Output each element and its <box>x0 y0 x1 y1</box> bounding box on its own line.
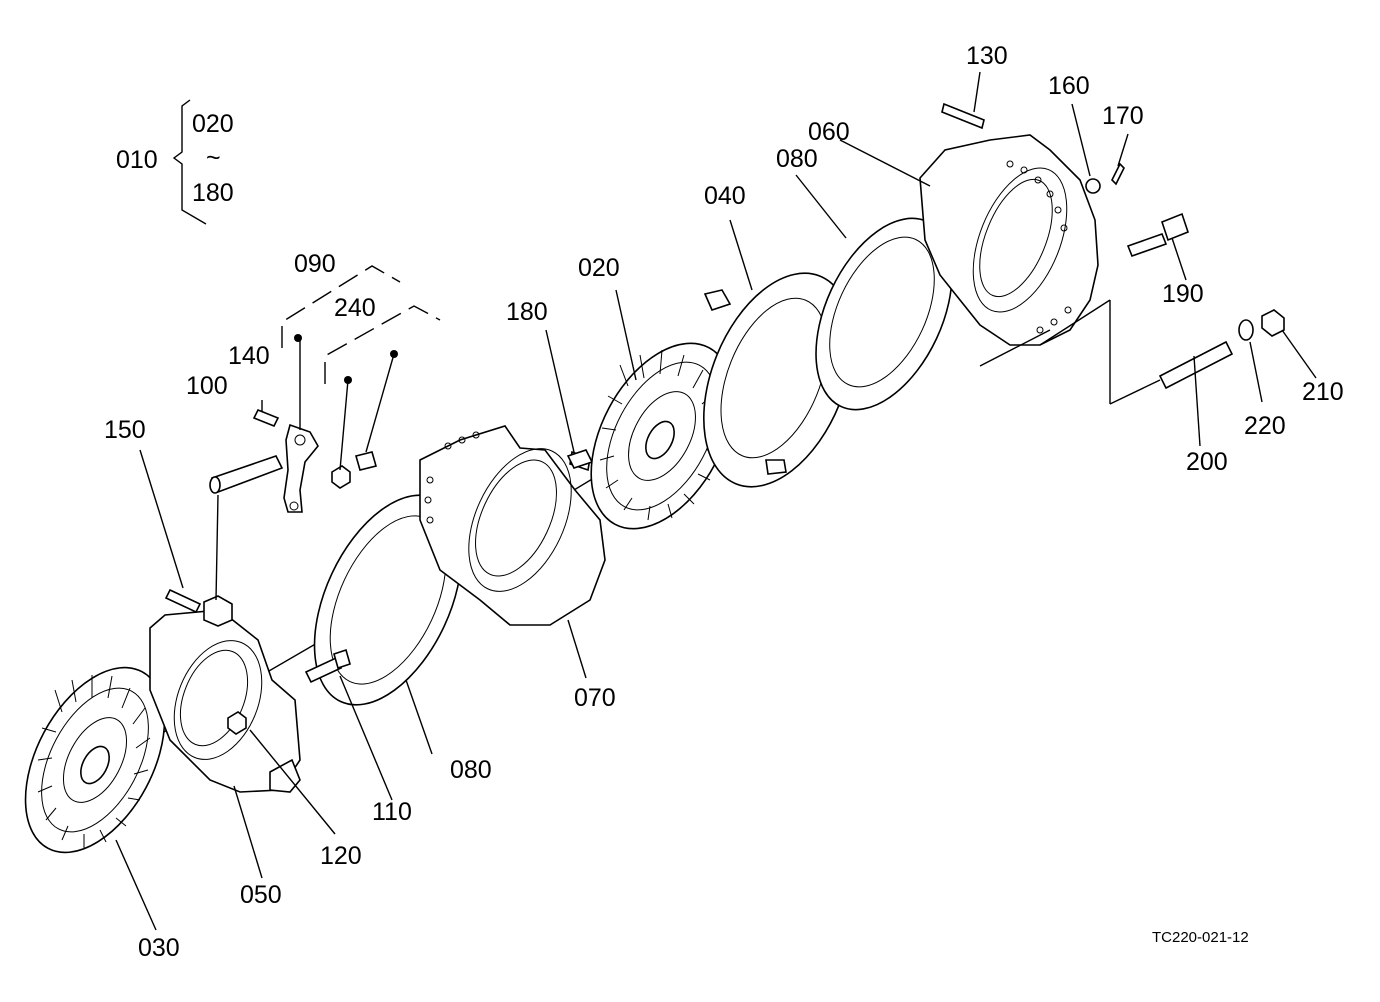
release-lever-090 <box>283 334 398 513</box>
bolts-190-200-210-220 <box>1126 212 1285 390</box>
label-070: 070 <box>574 684 616 712</box>
label-040: 040 <box>704 182 746 210</box>
label-190: 190 <box>1162 280 1204 308</box>
label-060: 060 <box>808 118 850 146</box>
pins-150-100-140 <box>164 408 284 614</box>
leader-lines <box>115 71 1317 931</box>
label-220: 220 <box>1244 412 1286 440</box>
label-110: 110 <box>372 798 412 826</box>
label-180: 180 <box>506 298 548 326</box>
separator-plate-040 <box>703 272 853 488</box>
housing-060 <box>919 102 1125 346</box>
label-090: 090 <box>294 250 336 278</box>
label-020: 020 <box>578 254 620 282</box>
pressure-plate-070 <box>419 425 606 626</box>
label-tilde: ~ <box>206 144 221 172</box>
label-080-mid: 080 <box>450 756 492 784</box>
clutch-disc-030 <box>24 666 166 854</box>
label-010: 010 <box>116 146 158 174</box>
label-080-top: 080 <box>776 145 818 173</box>
label-200: 200 <box>1186 448 1228 476</box>
label-210: 210 <box>1302 378 1344 406</box>
group-brace-010 <box>172 99 207 225</box>
label-030: 030 <box>138 934 180 962</box>
label-100: 100 <box>186 372 228 400</box>
label-150: 150 <box>104 416 146 444</box>
label-240: 240 <box>334 294 376 322</box>
pressure-housing-050 <box>149 595 301 793</box>
label-170: 170 <box>1102 102 1144 130</box>
bolt-110 <box>304 648 351 684</box>
label-050: 050 <box>240 881 282 909</box>
clutch-disc-020 <box>590 342 734 530</box>
label-180-group: 180 <box>192 179 234 207</box>
label-160: 160 <box>1048 72 1090 100</box>
label-140: 140 <box>228 342 270 370</box>
dashed-brackets <box>281 265 441 384</box>
drawing-code: TC220-021-12 <box>1152 929 1249 946</box>
part-labels: 010 020 ~ 180 090 240 140 100 150 180 02… <box>104 42 1344 962</box>
label-020-group: 020 <box>192 110 234 138</box>
label-130: 130 <box>966 42 1008 70</box>
label-120: 120 <box>320 842 362 870</box>
